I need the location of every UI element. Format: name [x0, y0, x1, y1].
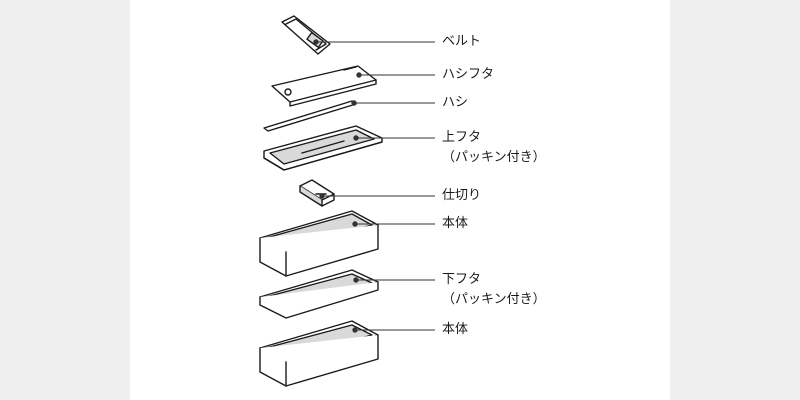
body-lower-illustration [259, 320, 379, 387]
leader-dot-chopstick-lid [356, 72, 362, 78]
upper-lid-illustration [263, 125, 383, 171]
label-upper-lid-text: 上フタ [442, 130, 482, 145]
label-chopsticks-text: ハシ [442, 95, 469, 110]
part-labels: ベルト ハシフタ ハシ 上フタ （パッキン付き） 仕切り 本体 下フタ （パッキ… [130, 0, 670, 400]
leader-dot-chopsticks [351, 100, 357, 106]
leader-dot-belt [313, 39, 319, 45]
leader-dot-divider [319, 193, 325, 199]
lunchbox-exploded-view [259, 15, 435, 387]
body-upper-illustration [259, 210, 379, 277]
diagram-canvas: ベルト ハシフタ ハシ 上フタ （パッキン付き） 仕切り 本体 下フタ （パッキ… [130, 0, 670, 400]
divider-illustration [299, 179, 335, 207]
label-divider: 仕切り [442, 186, 481, 206]
label-lower-lid-text: 下フタ [442, 272, 482, 287]
leader-dot-lower-lid [353, 277, 359, 283]
label-lower-lid: 下フタ （パッキン付き） [442, 270, 546, 310]
label-chopstick-lid-text: ハシフタ [442, 67, 495, 82]
label-body-upper-text: 本体 [442, 216, 469, 231]
label-body-lower-text: 本体 [442, 322, 469, 337]
label-body-upper: 本体 [442, 214, 468, 234]
label-lower-lid-subtext: （パッキン付き） [442, 292, 546, 307]
chopstick-lid-illustration [271, 65, 377, 107]
label-chopstick-lid: ハシフタ [442, 65, 494, 85]
label-body-lower: 本体 [442, 320, 468, 340]
label-divider-text: 仕切り [442, 188, 482, 203]
label-belt: ベルト [442, 32, 481, 52]
leader-dot-body-upper [352, 221, 358, 227]
lower-lid-illustration [259, 269, 379, 319]
label-belt-text: ベルト [442, 34, 482, 49]
label-upper-lid: 上フタ （パッキン付き） [442, 128, 546, 168]
leader-dot-body-lower [352, 327, 358, 333]
leader-dot-upper-lid [353, 135, 359, 141]
label-upper-lid-subtext: （パッキン付き） [442, 150, 546, 165]
label-chopsticks: ハシ [442, 93, 468, 113]
